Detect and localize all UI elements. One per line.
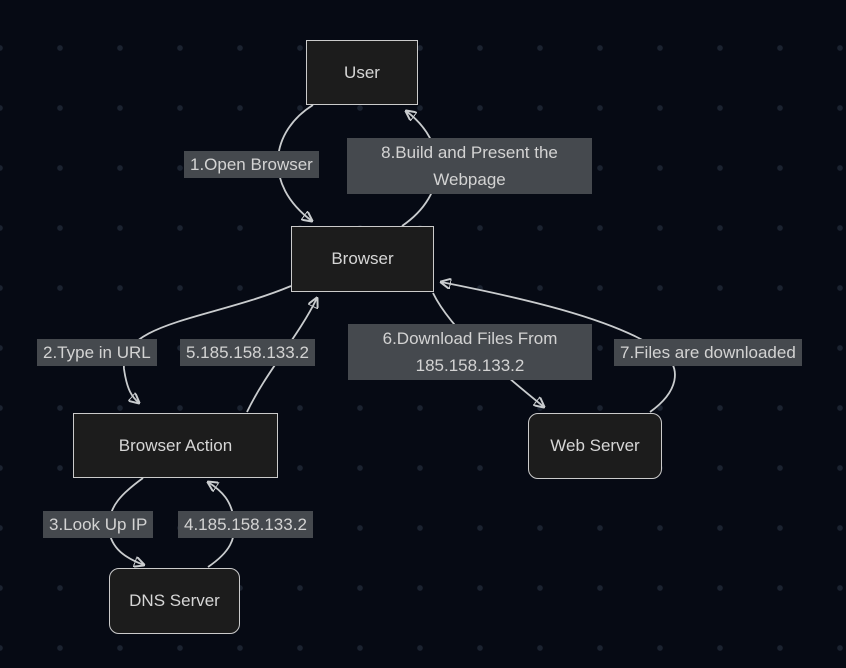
edge-label-look-up-ip: 3.Look Up IP	[43, 511, 154, 538]
edge-label-files-are-downloaded: 7.Files are downloaded	[614, 339, 802, 366]
edge-label-ip-to-browser: 5.185.158.133.2	[180, 339, 315, 366]
edge-label-open-browser: 1.Open Browser	[184, 151, 319, 178]
edge-label-download-files: 6.Download Files From 185.158.133.2	[348, 324, 592, 380]
node-dns-server: DNS Server	[109, 568, 240, 634]
node-user: User	[306, 40, 418, 105]
node-browser-label: Browser	[331, 249, 394, 268]
edge-label-type-in-url: 2.Type in URL	[37, 339, 157, 366]
edge-label-ip-to-browser-action: 4.185.158.133.2	[178, 511, 313, 538]
node-browser: Browser	[291, 226, 434, 292]
node-browser-action: Browser Action	[73, 413, 278, 478]
node-dns-server-label: DNS Server	[129, 591, 220, 610]
edge-label-build-and-present-webpage: 8.Build and Present the Webpage	[347, 138, 592, 194]
node-web-server: Web Server	[528, 413, 662, 479]
node-browser-action-label: Browser Action	[118, 435, 233, 455]
node-user-label: User	[344, 62, 380, 82]
node-web-server-label: Web Server	[550, 436, 640, 455]
